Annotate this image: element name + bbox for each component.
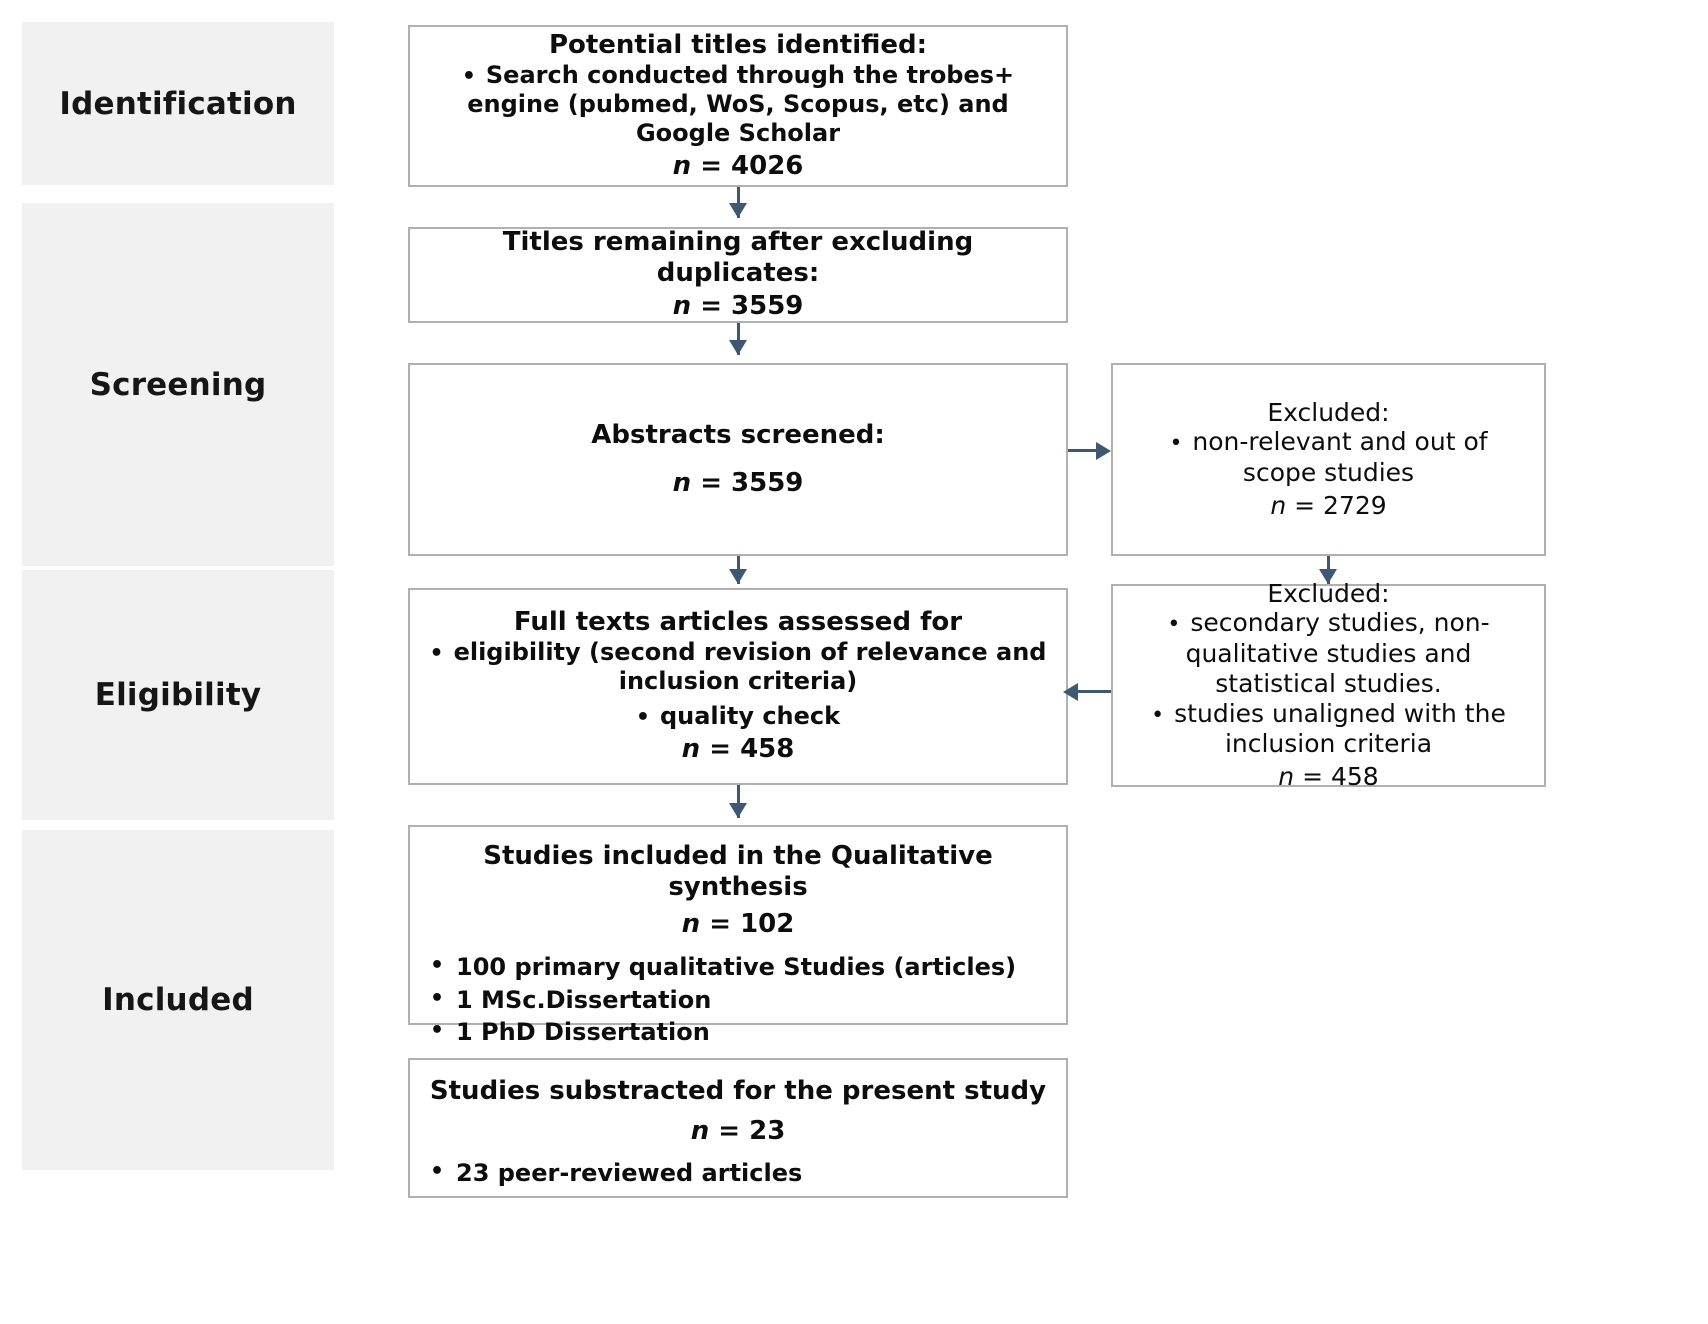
n-number: = 3559 <box>700 291 804 322</box>
list-item: •secondary studies, non-qualitative stud… <box>1125 608 1532 698</box>
box-potential-titles-identified: Potential titles identified: •Search con… <box>408 25 1068 187</box>
box-title: Potential titles identified: <box>548 29 928 60</box>
n-symbol: n <box>672 150 692 181</box>
bullet-icon: • <box>430 1018 445 1044</box>
arrow-down-icon <box>729 803 747 818</box>
box-title: Abstracts screened: <box>591 419 885 450</box>
list-item: • 1 PhD Dissertation <box>422 1018 1054 1047</box>
box-bullet-list: • non-relevant and out of scope studies <box>1125 427 1532 487</box>
list-item-text: 1 PhD Dissertation <box>456 1018 710 1047</box>
box-excluded-eligibility: Excluded: •secondary studies, non-qualit… <box>1111 579 1546 791</box>
box-n-value: n = 458 <box>1125 761 1532 792</box>
box-title: Studies included in the Qualitative synt… <box>483 841 993 902</box>
stage-band-included: Included <box>22 830 334 1170</box>
box-bullet-list: •secondary studies, non-qualitative stud… <box>1125 608 1532 759</box>
arrow-down-icon <box>729 340 747 355</box>
n-number: = 458 <box>709 734 795 765</box>
box-studies-included: Studies included in the Qualitative synt… <box>408 825 1068 1046</box>
bullet-icon: • <box>635 704 650 730</box>
stage-label-identification: Identification <box>59 85 297 122</box>
n-number: = 458 <box>1302 762 1379 792</box>
bullet-icon: • <box>1151 702 1165 728</box>
box-n-value: n = 458 <box>422 733 1054 766</box>
list-item-text: studies unaligned with the inclusion cri… <box>1174 698 1506 759</box>
list-item: • eligibility (second revision of relevan… <box>422 638 1054 696</box>
n-symbol: n <box>681 909 701 940</box>
box-titles-after-duplicates: Titles remaining after excluding duplica… <box>408 227 1068 323</box>
list-item: • 100 primary qualitative Studies (articl… <box>422 953 1054 982</box>
bullet-icon: • <box>430 985 445 1011</box>
list-item-text: secondary studies, non-qualitative studi… <box>1185 608 1490 698</box>
list-item: • non-relevant and out of scope studies <box>1125 427 1532 487</box>
n-symbol: n <box>672 291 692 322</box>
bullet-icon: • <box>430 1159 445 1185</box>
n-symbol: n <box>672 467 692 498</box>
box-bullet-list: • 100 primary qualitative Studies (articl… <box>422 949 1054 1051</box>
list-item-text: 100 primary qualitative Studies (article… <box>456 952 1017 981</box>
bullet-icon: • <box>461 63 476 89</box>
n-symbol: n <box>1270 490 1287 520</box>
list-item: • studies unaligned with the inclusion cr… <box>1125 699 1532 759</box>
stage-band-screening: Screening <box>22 203 334 566</box>
box-title: Full texts articles assessed for <box>513 607 963 638</box>
stage-label-screening: Screening <box>89 366 267 403</box>
arrow-right-icon <box>1096 442 1111 460</box>
arrow-down-icon <box>1319 569 1337 584</box>
n-number: = 102 <box>709 909 795 940</box>
list-item-text: 1 MSc.Dissertation <box>456 985 712 1014</box>
bullet-icon: • <box>429 640 444 666</box>
box-n-value: n = 23 <box>422 1115 1054 1148</box>
list-item-text: eligibility (second revision of relevanc… <box>453 637 1047 696</box>
box-bullet-list: •Search conducted through the trobes+ en… <box>422 61 1054 148</box>
box-bullet-list: • 23 peer-reviewed articles <box>422 1155 1054 1192</box>
box-title: Titles remaining after excluding duplica… <box>502 227 974 288</box>
connector-fulltext-to-included <box>737 785 740 818</box>
box-n-value: n = 3559 <box>422 290 1054 323</box>
n-number: = 23 <box>718 1115 786 1146</box>
n-number: = 3559 <box>700 467 804 498</box>
connector-excluded-eligibility-to-fulltext <box>1078 690 1111 693</box>
list-item: • 23 peer-reviewed articles <box>422 1159 1054 1188</box>
n-number: = 4026 <box>700 150 804 181</box>
box-studies-substracted: Studies substracted for the present stud… <box>408 1058 1068 1198</box>
box-n-value: n = 2729 <box>1125 490 1532 521</box>
list-item-text: Search conducted through the trobes+ eng… <box>467 60 1015 147</box>
list-item-text: non-relevant and out of scope studies <box>1192 427 1488 487</box>
box-n-value: n = 102 <box>422 908 1054 941</box>
list-item: • quality check <box>422 702 1054 731</box>
box-fulltext-assessed: Full texts articles assessed for • eligib… <box>408 588 1068 785</box>
stage-label-eligibility: Eligibility <box>94 677 262 713</box>
arrow-left-icon <box>1063 683 1078 701</box>
n-symbol: n <box>1278 762 1295 792</box>
n-number: = 2729 <box>1294 490 1387 520</box>
arrow-down-icon <box>729 203 747 218</box>
bullet-icon: • <box>1169 431 1183 457</box>
box-excluded-screening: Excluded: • non-relevant and out of scope… <box>1111 363 1546 556</box>
box-abstracts-screened: Abstracts screened: n = 3559 <box>408 363 1068 556</box>
list-item: • 1 MSc.Dissertation <box>422 986 1054 1015</box>
box-bullet-list: • eligibility (second revision of relevan… <box>422 638 1054 732</box>
n-symbol: n <box>690 1115 710 1146</box>
box-n-value: n = 3559 <box>422 467 1054 500</box>
connector-identified-to-duplicates <box>737 187 740 218</box>
stage-band-identification: Identification <box>22 22 334 185</box>
box-title: Excluded: <box>1267 578 1390 608</box>
box-n-value: n = 4026 <box>422 150 1054 183</box>
connector-abstracts-to-excluded-screening <box>1068 449 1098 452</box>
bullet-icon: • <box>430 952 445 978</box>
list-item-text: 23 peer-reviewed articles <box>456 1159 803 1188</box>
bullet-icon: • <box>1167 612 1181 638</box>
arrow-down-icon <box>729 569 747 584</box>
stage-band-eligibility: Eligibility <box>22 570 334 820</box>
list-item: •Search conducted through the trobes+ en… <box>422 61 1054 148</box>
list-item-text: quality check <box>659 701 841 730</box>
box-title: Excluded: <box>1267 397 1390 427</box>
box-title: Studies substracted for the present stud… <box>429 1076 1047 1106</box>
n-symbol: n <box>681 734 701 765</box>
connector-duplicates-to-abstracts <box>737 323 740 355</box>
stage-label-included: Included <box>102 982 254 1018</box>
